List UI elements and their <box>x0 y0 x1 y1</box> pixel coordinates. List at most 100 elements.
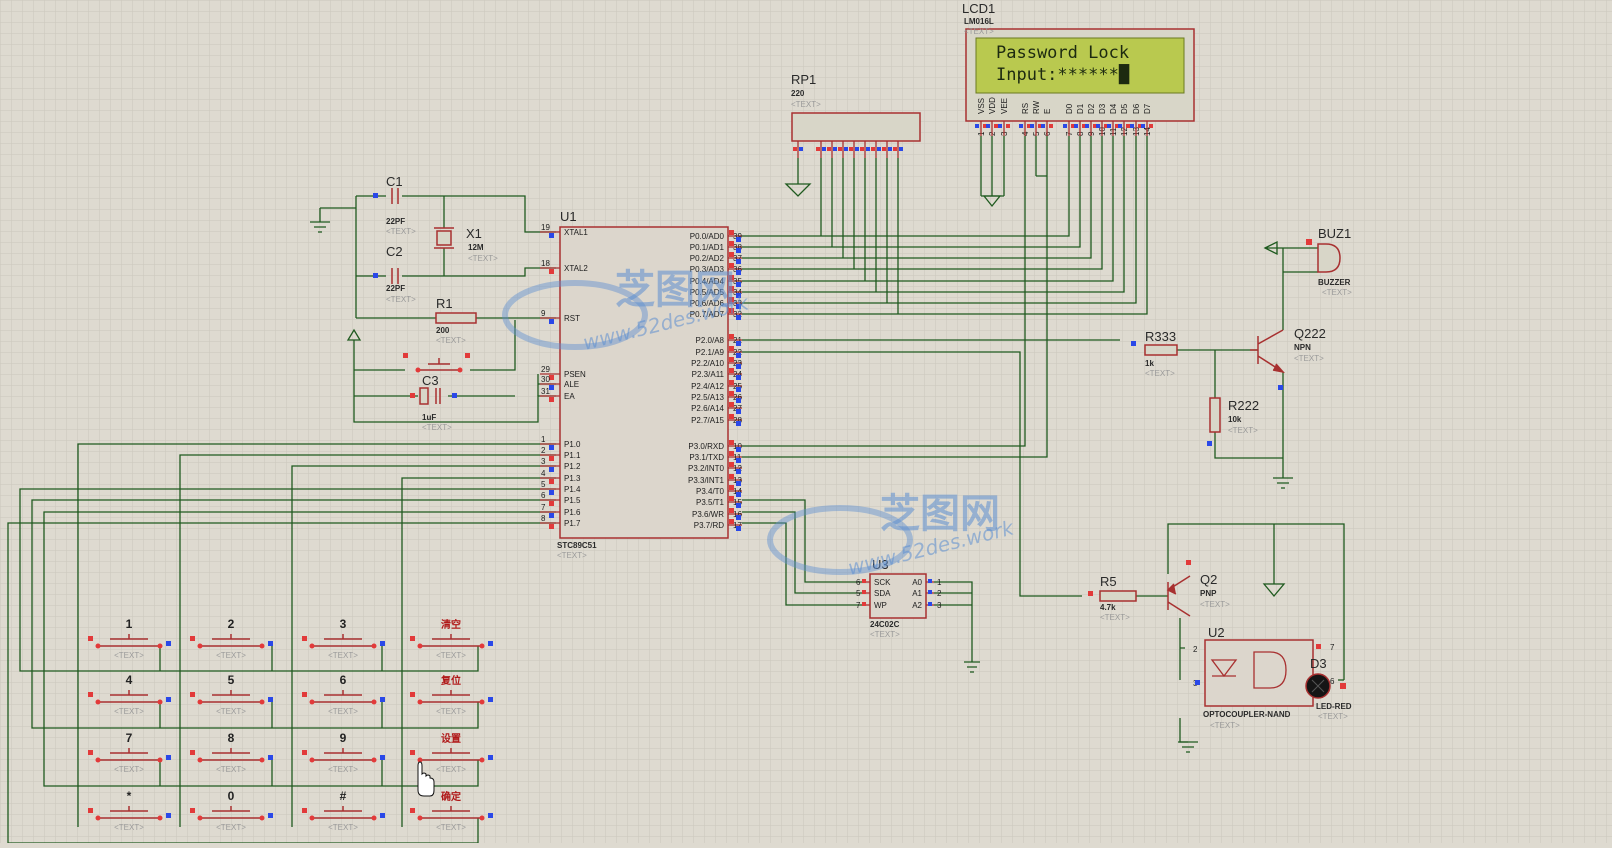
u1-pin-marker <box>549 456 554 461</box>
keypad-key[interactable]: 确定<TEXT> <box>410 790 493 832</box>
u1-pin-number: 23 <box>733 359 742 368</box>
u1-pin-number: 11 <box>733 453 742 462</box>
capacitor-c1[interactable]: C1 22PF <TEXT> <box>373 174 416 236</box>
key-terminal <box>309 815 315 821</box>
resistor-r1[interactable]: R1 200 <TEXT> <box>435 296 477 345</box>
lcd-pin-marker <box>1093 124 1097 128</box>
u3-pin-marker <box>928 590 932 594</box>
transistor-q2[interactable]: Q2 PNP <TEXT> <box>1166 560 1230 617</box>
keypad-key[interactable]: 8<TEXT> <box>190 731 273 774</box>
lcd-pin-marker <box>1107 124 1111 128</box>
keypad-key[interactable]: 设置<TEXT> <box>410 732 493 774</box>
r333-ref: R333 <box>1145 329 1176 344</box>
u1-pin-name: ALE <box>564 380 579 389</box>
capacitor-c3[interactable]: C3 1uF <TEXT> <box>410 373 457 432</box>
resistor-r222[interactable]: R222 10k <TEXT> <box>1207 397 1259 446</box>
u1-pin-number: 27 <box>733 404 742 413</box>
q222-part: NPN <box>1294 343 1311 352</box>
key-terminal <box>197 815 203 821</box>
u1-pin-number: 3 <box>541 457 546 466</box>
d3-ref: D3 <box>1310 656 1327 671</box>
u1-pin-marker <box>729 440 734 445</box>
keypad-key[interactable]: 0<TEXT> <box>190 789 273 832</box>
keypad-key[interactable]: 6<TEXT> <box>302 673 385 716</box>
lcd-module[interactable]: Password Lock Input:******█ LCD1 LM016L … <box>962 1 1195 136</box>
u3-pin-name: A0 <box>912 578 922 587</box>
key-terminal <box>479 757 485 763</box>
u1-pin-marker <box>736 398 741 403</box>
buzzer-buz1[interactable]: BUZ1 BUZZER <TEXT> <box>1306 226 1352 297</box>
keypad-key[interactable]: 3<TEXT> <box>302 617 385 660</box>
key-label: 5 <box>228 673 235 687</box>
key-label: 3 <box>340 617 347 631</box>
q222-ref: Q222 <box>1294 326 1326 341</box>
keypad-key[interactable]: 5<TEXT> <box>190 673 273 716</box>
resistor-pack-rp1[interactable]: RP1 220 <TEXT> <box>791 72 921 158</box>
key-switch-symbol <box>312 690 374 703</box>
u1-pin-number: 17 <box>733 521 742 530</box>
reset-button[interactable] <box>403 353 470 373</box>
led-d3[interactable]: D3 LED-RED <TEXT> <box>1305 656 1352 721</box>
lcd-pin-marker <box>1030 124 1034 128</box>
keypad-key[interactable]: 4<TEXT> <box>88 673 171 716</box>
q2-text: <TEXT> <box>1200 600 1230 609</box>
u1-pin-marker <box>729 380 734 385</box>
rp1-pin-marker <box>799 147 803 151</box>
key-switch-symbol <box>312 634 374 647</box>
u3-ref: U3 <box>872 557 889 572</box>
key-text: <TEXT> <box>216 823 246 832</box>
key-terminal <box>197 643 203 649</box>
key-switch-symbol <box>200 690 262 703</box>
resistor-r5[interactable]: R5 4.7k <TEXT> <box>1088 574 1137 622</box>
u1-pin-marker <box>729 391 734 396</box>
key-pin-marker <box>268 697 273 702</box>
u1-pin-number: 18 <box>541 259 550 268</box>
u1-pin-number: 12 <box>733 464 742 473</box>
keypad-key[interactable]: 9<TEXT> <box>302 731 385 774</box>
key-text: <TEXT> <box>114 651 144 660</box>
crystal-x1[interactable]: X1 12M <TEXT> <box>434 226 498 263</box>
keypad-key[interactable]: *<TEXT> <box>88 789 171 832</box>
u1-pin-name: P2.4/A12 <box>691 382 724 391</box>
transistor-q222[interactable]: Q222 NPN <TEXT> <box>1250 326 1326 390</box>
keypad-key[interactable]: 复位<TEXT> <box>410 674 493 716</box>
u3-pin-number: 1 <box>937 578 942 587</box>
key-terminal <box>95 815 101 821</box>
resistor-r333[interactable]: R333 1k <TEXT> <box>1131 329 1178 378</box>
key-switch-symbol <box>312 748 374 761</box>
keypad-key[interactable]: 2<TEXT> <box>190 617 273 660</box>
keypad-key[interactable]: 清空<TEXT> <box>410 618 493 660</box>
key-terminal <box>95 757 101 763</box>
key-label: 4 <box>126 673 133 687</box>
u1-pin-name: P0.5/AD5 <box>690 288 725 297</box>
c1-ref: C1 <box>386 174 403 189</box>
u1-pin-number: 25 <box>733 382 742 391</box>
key-switch-symbol <box>420 690 482 703</box>
u1-pin-marker <box>729 263 734 268</box>
u1-pin-marker <box>729 496 734 501</box>
u1-pin-number: 26 <box>733 393 742 402</box>
u2-pin-2: 2 <box>1193 645 1198 654</box>
mcu-u1[interactable]: U1 STC89C51 <TEXT> 19XTAL118XTAL29RST29P… <box>540 209 742 560</box>
capacitor-c2[interactable]: C2 22PF <TEXT> <box>373 244 416 304</box>
u2-pin-7: 7 <box>1330 643 1335 652</box>
u1-pin-number: 2 <box>541 446 546 455</box>
keypad-key[interactable]: 7<TEXT> <box>88 731 171 774</box>
key-terminal <box>259 699 265 705</box>
u3-pin-number: 5 <box>856 589 861 598</box>
lcd-line-1: Password Lock <box>996 43 1129 63</box>
key-pin-marker <box>190 808 195 813</box>
lcd-pin-label: D1 <box>1076 103 1085 114</box>
u1-pin-marker <box>736 375 741 380</box>
lcd-pin-marker <box>1049 124 1053 128</box>
rp1-pin-marker <box>855 147 859 151</box>
keypad-key[interactable]: 1<TEXT> <box>88 617 171 660</box>
optocoupler-u2[interactable]: U2 2 3 7 6 OPTOCOUPLER-NAND <TEXT> <box>1193 625 1335 730</box>
key-switch-symbol <box>98 634 160 647</box>
r1-text: <TEXT> <box>436 336 466 345</box>
u1-pin-name: P2.5/A13 <box>691 393 724 402</box>
keypad-key[interactable]: #<TEXT> <box>302 789 385 832</box>
